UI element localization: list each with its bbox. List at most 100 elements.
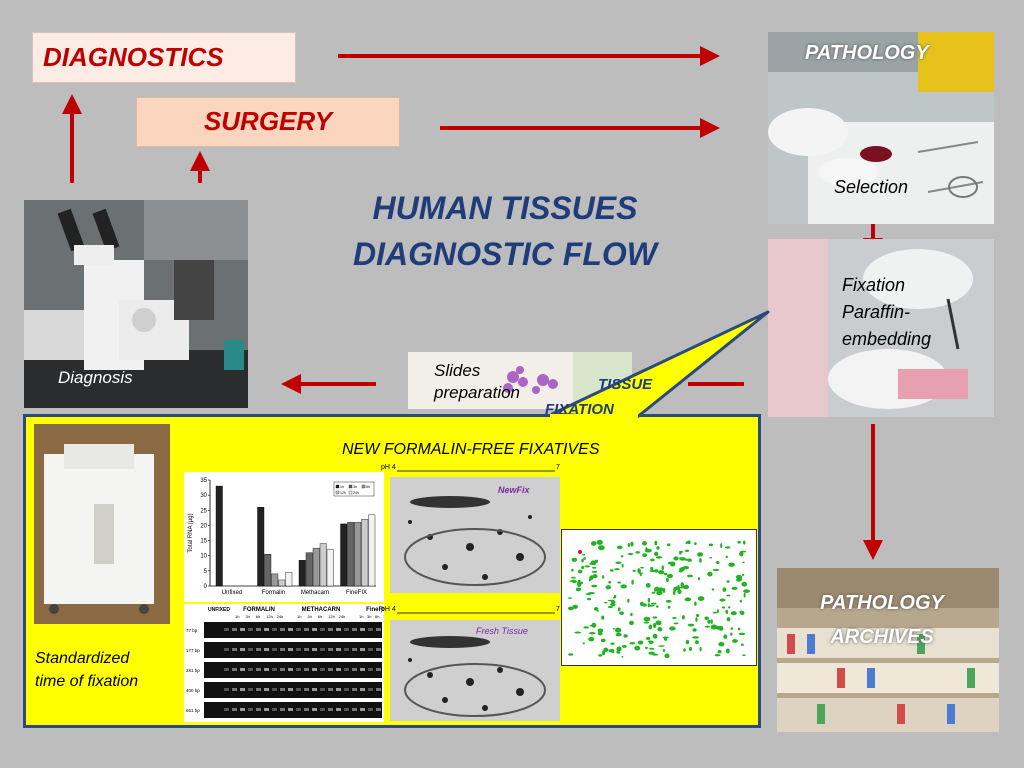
protein-spot (692, 628, 697, 632)
protein-spot (592, 566, 597, 569)
newfix-label: NewFix (498, 485, 530, 495)
protein-spot (665, 577, 669, 583)
protein-spot (684, 549, 690, 553)
protein-spot (719, 598, 726, 602)
protein-spot (672, 617, 677, 619)
tissue-processor-photo (34, 424, 170, 624)
protein-spot (666, 543, 671, 547)
bar-finefix-24h (368, 514, 376, 587)
protein-spot (582, 642, 585, 645)
protein-spot (647, 597, 651, 603)
gel-band (256, 648, 261, 651)
protein-spot (596, 609, 599, 612)
gel-time-label: 24h (339, 614, 346, 619)
protein-spot (741, 581, 748, 587)
protein-spot (679, 552, 682, 555)
ph-axis-bottom (397, 612, 555, 614)
gel-band (272, 628, 277, 631)
protein-spot (597, 628, 604, 633)
protein-spot (614, 568, 620, 571)
diagnosis-label: Diagnosis (58, 368, 133, 387)
selection-label: Selection (834, 177, 909, 197)
protein-spot (656, 605, 659, 608)
protein-spot (725, 546, 731, 549)
protein-spot (685, 641, 689, 644)
protein-spot (637, 568, 641, 574)
standardized-line-1: Standardized (35, 650, 130, 667)
protein-spot (669, 626, 676, 631)
protein-spot (620, 555, 624, 558)
bar-methacarn-12h (319, 543, 327, 587)
protein-spot (694, 542, 697, 546)
gel-band (360, 628, 365, 631)
y-tick-label: 15 (200, 539, 207, 545)
protein-spot (627, 543, 630, 548)
protein-spot (704, 625, 711, 628)
standardized-line-2: time of fixation (35, 673, 139, 690)
gel-band (296, 668, 301, 671)
slides-line-2: preparation (434, 383, 521, 402)
gel-band (256, 628, 261, 631)
protein-spot (695, 617, 698, 622)
protein-spot (643, 621, 650, 624)
gel-band (232, 668, 237, 671)
protein-spot-highlight (578, 550, 582, 554)
protein-spot (616, 651, 621, 654)
protein-spot (726, 617, 731, 622)
protein-spot (689, 646, 692, 652)
protein-spot (707, 619, 711, 624)
gel-band (376, 648, 381, 651)
gel-header: FineFIX (366, 607, 384, 613)
protein-spot (591, 584, 598, 588)
protein-spot (697, 577, 701, 581)
protein-spot (652, 616, 658, 619)
callout-line-2: FIXATION (545, 401, 614, 418)
protein-spot (571, 557, 578, 562)
gel-band (344, 668, 349, 671)
protein-spot (655, 620, 662, 626)
protein-spot (694, 601, 697, 606)
gel-band (352, 648, 357, 651)
protein-spot (607, 599, 615, 602)
protein-spot (651, 653, 659, 656)
protein-spot (655, 556, 663, 559)
protein-spot (663, 572, 668, 576)
protein-spot (654, 569, 659, 573)
gel-time-label: 24h (277, 614, 284, 619)
bar-formalin-24h (285, 572, 293, 587)
legend-swatch (361, 484, 366, 489)
protein-spot (716, 609, 719, 613)
protein-spot (607, 606, 613, 609)
gel-band (360, 668, 365, 671)
x-tick-label: FineFIX (346, 590, 367, 596)
microscope-photo: Diagnosis (24, 200, 248, 408)
fresh-tissue-gel-image (390, 620, 560, 721)
protein-spot (725, 555, 729, 559)
protein-spot (740, 610, 745, 616)
bar-finefix-12h (361, 519, 369, 587)
gel-band (288, 708, 293, 711)
protein-spot (603, 601, 608, 604)
protein-spot (665, 599, 672, 603)
protein-spot (567, 606, 574, 611)
gel-band (312, 668, 317, 671)
protein-spot (621, 563, 624, 568)
gel-time-label: 1h (297, 614, 301, 619)
protein-spot (669, 561, 676, 567)
gel-band (224, 628, 229, 631)
bar-finefix-1h (340, 523, 348, 587)
protein-spot (742, 561, 745, 564)
protein-spot (728, 562, 735, 567)
protein-spot (686, 540, 691, 544)
gel-band (264, 628, 269, 631)
gel-band (336, 688, 341, 691)
gel-band (320, 668, 325, 671)
gel-band (368, 668, 373, 671)
slides-photo: Slides preparation (408, 352, 632, 409)
protein-spot (732, 638, 738, 643)
fixation-line-2: Paraffin- (842, 302, 911, 322)
protein-spot (589, 575, 594, 581)
